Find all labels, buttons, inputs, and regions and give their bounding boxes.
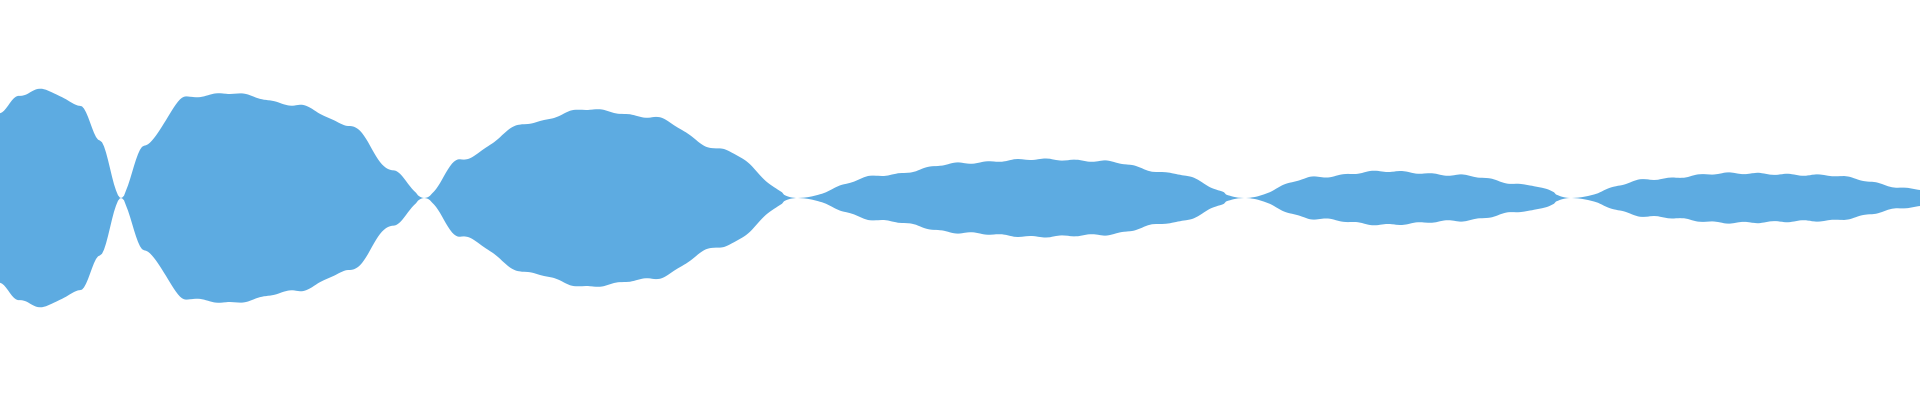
waveform-shape xyxy=(0,88,1920,308)
